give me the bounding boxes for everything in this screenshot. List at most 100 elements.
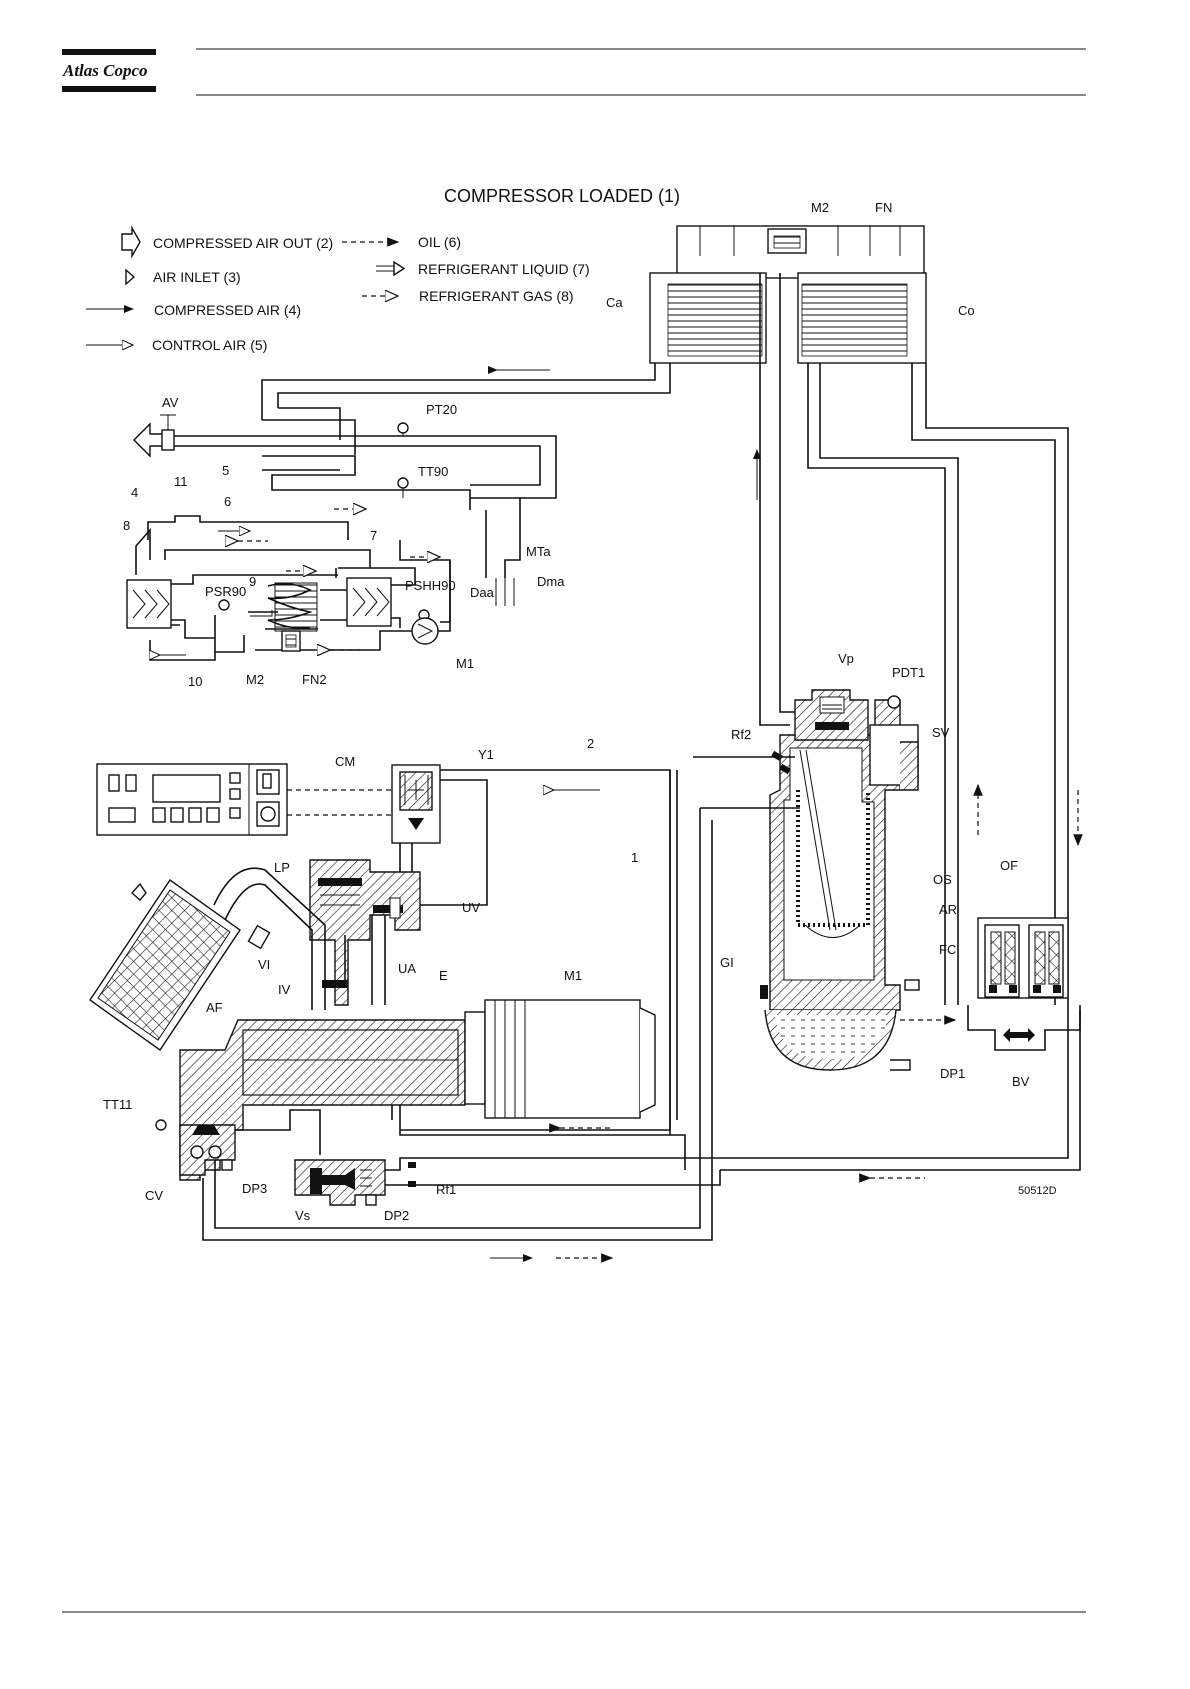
label-of: OF xyxy=(1000,858,1018,873)
pipe-cooler-to-separator xyxy=(759,363,800,726)
label-pt20: PT20 xyxy=(426,402,457,417)
load-piston-lp xyxy=(309,859,421,1006)
label-m2: M2 xyxy=(811,200,829,215)
pipe-oil-return xyxy=(807,363,959,1005)
restrictor-rf1 xyxy=(408,1162,416,1168)
label-m1-motor: M1 xyxy=(564,968,582,983)
legend-item-oil: OIL (6) xyxy=(418,234,461,250)
label-psr90: PSR90 xyxy=(205,584,246,599)
label-mta: MTa xyxy=(526,544,551,559)
psr90-sensor xyxy=(218,599,230,611)
heat-exchanger-left xyxy=(126,579,172,629)
air-outlet-valve xyxy=(133,414,557,499)
label-dp2: DP2 xyxy=(384,1208,409,1223)
label-1: 1 xyxy=(631,850,638,865)
legend-item-compressed-air: COMPRESSED AIR (4) xyxy=(154,302,301,318)
label-5: 5 xyxy=(222,463,229,478)
label-os: OS xyxy=(933,872,952,887)
label-ua: UA xyxy=(398,961,416,976)
label-dp1: DP1 xyxy=(940,1066,965,1081)
diagram-title: COMPRESSOR LOADED (1) xyxy=(444,186,680,206)
controller-display xyxy=(152,774,221,803)
label-ca: Ca xyxy=(606,295,623,310)
drain-plug-dp3 xyxy=(221,1159,233,1171)
label-iv: IV xyxy=(278,982,291,997)
component-labels: M2 FN Ca Co AV PT20 TT90 5 6 4 11 8 7 9 … xyxy=(103,200,1057,1223)
label-11: 11 xyxy=(174,474,188,489)
filler-cap-fc xyxy=(904,979,920,991)
label-gi: GI xyxy=(720,955,734,970)
label-daa: Daa xyxy=(470,585,495,600)
legend: COMPRESSED AIR OUT (2) AIR INLET (3) COM… xyxy=(86,225,590,353)
unloader-assembly xyxy=(309,859,421,1006)
brand-logo: Atlas Copco xyxy=(62,49,156,92)
compressed-air-outlet-icon xyxy=(133,422,165,458)
legend-item-air-inlet: AIR INLET (3) xyxy=(153,269,241,285)
drive-motor-m1 xyxy=(464,999,656,1119)
inlet-valve-iv xyxy=(322,980,348,988)
label-2: 2 xyxy=(587,736,594,751)
label-fn2: FN2 xyxy=(302,672,327,687)
label-bv: BV xyxy=(1012,1074,1030,1089)
label-pdt1: PDT1 xyxy=(892,665,925,680)
refrigerant-liquid-arrow-icon xyxy=(376,260,406,277)
label-4: 4 xyxy=(131,485,138,500)
label-pshh90: PSHH90 xyxy=(405,578,456,593)
tt90-sensor xyxy=(397,477,409,489)
figure-number: 50512D xyxy=(1018,1185,1057,1197)
label-rf2: Rf2 xyxy=(731,727,751,742)
bidirectional-arrow-icon xyxy=(1003,1028,1035,1042)
label-uv: UV xyxy=(462,900,480,915)
drain-plug-dp1 xyxy=(890,1059,911,1071)
label-tt90: TT90 xyxy=(418,464,448,479)
sight-glass-gi xyxy=(760,985,768,999)
air-inlet-icon xyxy=(125,268,136,286)
unloader-valve-uv xyxy=(373,905,403,913)
pipe-cooler-to-dryer xyxy=(261,363,671,420)
label-10: 10 xyxy=(188,674,202,689)
legend-item-compressed-air-out: COMPRESSED AIR OUT (2) xyxy=(153,235,333,251)
label-av: AV xyxy=(162,395,179,410)
pdt1-sensor xyxy=(887,695,901,709)
legend-item-refrigerant-liquid: REFRIGERANT LIQUID (7) xyxy=(418,261,590,277)
label-fn: FN xyxy=(875,200,892,215)
label-m1-dryer: M1 xyxy=(456,656,474,671)
label-lp: LP xyxy=(274,860,290,875)
separator-vessel xyxy=(760,699,957,1071)
label-ar: AR xyxy=(939,902,957,917)
air-filter-af xyxy=(89,867,326,1051)
label-vi: VI xyxy=(258,957,270,972)
pipe-oil-cooler xyxy=(911,363,1069,1020)
drain-plug-dp2 xyxy=(365,1194,377,1206)
label-tt11: TT11 xyxy=(103,1097,132,1112)
oil-separator-element xyxy=(796,790,870,927)
label-e: E xyxy=(439,968,448,983)
oil-stop-valve-vs xyxy=(294,1159,386,1206)
label-7: 7 xyxy=(370,528,377,543)
safety-valve-sv xyxy=(869,695,919,791)
heat-exchanger-right xyxy=(346,577,392,627)
vacuum-indicator-vi xyxy=(247,924,271,950)
refrigerant-compressor-m1 xyxy=(411,617,439,645)
compressed-air-out-icon xyxy=(121,225,141,259)
label-sv: SV xyxy=(932,725,950,740)
label-fc: FC xyxy=(939,942,956,957)
label-dma: Dma xyxy=(537,574,565,589)
pt20-sensor xyxy=(397,422,409,434)
label-cm: CM xyxy=(335,754,355,769)
compressor-element-e xyxy=(179,1019,466,1181)
tt11-sensor xyxy=(155,1119,167,1131)
label-6: 6 xyxy=(224,494,231,509)
bypass-valve-bv xyxy=(967,1005,1081,1051)
minimum-pressure-valve-vp xyxy=(794,689,869,741)
legend-item-control-air: CONTROL AIR (5) xyxy=(152,337,267,353)
legend-item-refrigerant-gas: REFRIGERANT GAS (8) xyxy=(419,288,574,304)
refrigerant-coil-9 xyxy=(267,582,318,632)
svg-text:Atlas Copco: Atlas Copco xyxy=(62,61,148,80)
label-m2-dryer: M2 xyxy=(246,672,264,687)
cooler-assembly xyxy=(649,225,927,364)
dryer-unit xyxy=(126,509,451,661)
label-8: 8 xyxy=(123,518,130,533)
